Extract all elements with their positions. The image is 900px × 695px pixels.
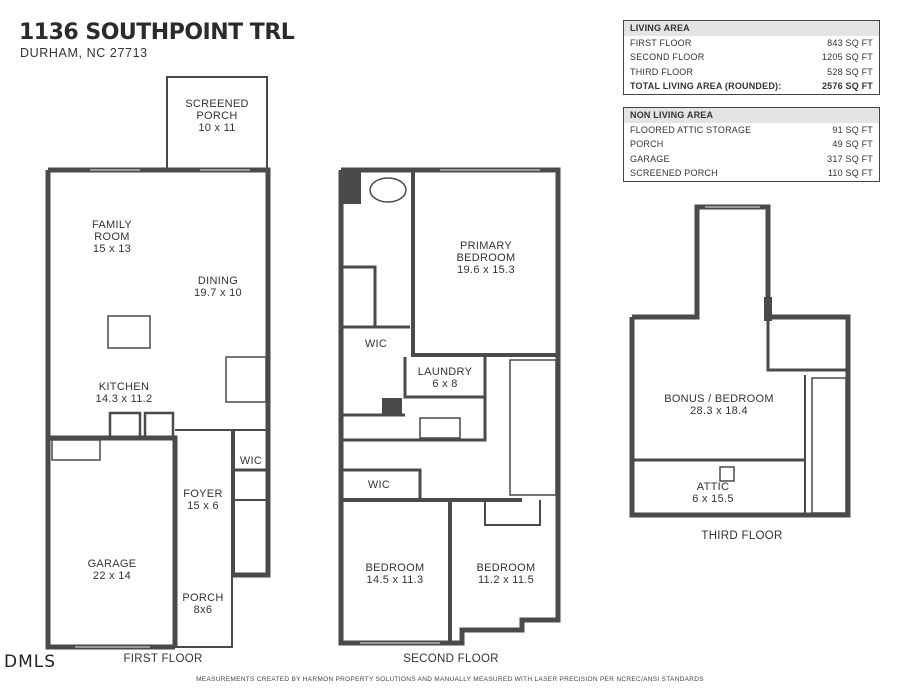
table-row: PORCH 49 SQ FT <box>624 137 879 152</box>
room-name: BONUS / BEDROOM <box>664 393 774 405</box>
table-row: THIRD FLOOR 528 SQ FT <box>624 65 879 80</box>
row-label: TOTAL LIVING AREA (ROUNDED): <box>630 81 782 91</box>
table-row: FIRST FLOOR 843 SQ FT <box>624 36 879 51</box>
room-name: GARAGE <box>87 558 137 570</box>
first-floor-walls <box>45 76 271 650</box>
non-living-area-table: NON LIVING AREA FLOORED ATTIC STORAGE 91 … <box>623 107 880 182</box>
room-primary-bedroom: PRIMARY BEDROOM 19.6 x 15.3 <box>457 240 516 276</box>
room-name: BEDROOM <box>365 562 425 574</box>
non-living-area-title: NON LIVING AREA <box>630 110 714 120</box>
row-value: 2576 SQ FT <box>821 81 873 91</box>
row-value: 528 SQ FT <box>827 66 873 77</box>
row-label: GARAGE <box>630 153 670 164</box>
room-wic-bedroom: WIC <box>368 479 390 491</box>
room-name: WIC <box>239 455 263 467</box>
table-row: SECOND FLOOR 1205 SQ FT <box>624 50 879 65</box>
table-row-total: TOTAL LIVING AREA (ROUNDED): 2576 SQ FT <box>624 79 879 94</box>
room-dims: 28.3 x 18.4 <box>690 405 748 417</box>
third-floor-label: THIRD FLOOR <box>701 530 783 542</box>
row-label: FLOORED ATTIC STORAGE <box>630 124 752 135</box>
room-dims: 22 x 14 <box>92 570 132 582</box>
room-name: PORCH <box>182 592 224 604</box>
row-value: 843 SQ FT <box>827 37 873 48</box>
room-name: LAUNDRY <box>417 366 473 378</box>
living-area-table: LIVING AREA FIRST FLOOR 843 SQ FT SECOND … <box>623 20 880 95</box>
room-bedroom-1: BEDROOM 14.5 x 11.3 <box>366 562 425 586</box>
room-dims: 19.6 x 15.3 <box>457 264 515 276</box>
room-name: KITCHEN <box>98 381 150 393</box>
room-dims: 19.7 x 10 <box>194 287 242 299</box>
dmls-logo: DMLS <box>4 652 57 672</box>
table-row: SCREENED PORCH 110 SQ FT <box>624 166 879 181</box>
living-area-title: LIVING AREA <box>630 23 690 33</box>
room-name: SCREENED PORCH <box>185 98 249 122</box>
row-label: FIRST FLOOR <box>630 37 692 48</box>
room-dining: DINING 19.7 x 10 <box>194 275 242 299</box>
row-label: SCREENED PORCH <box>630 168 718 178</box>
room-family-room: FAMILY ROOM 15 x 13 <box>92 219 132 255</box>
room-wic-primary: WIC <box>365 338 387 350</box>
living-area-header: LIVING AREA <box>624 21 879 36</box>
room-porch: PORCH 8x6 <box>182 592 223 616</box>
row-value: 317 SQ FT <box>827 153 873 164</box>
room-bedroom-2: BEDROOM 11.2 x 11.5 <box>477 562 536 586</box>
room-dims: 15 x 13 <box>92 243 132 255</box>
room-dims: 6 x 8 <box>432 378 458 390</box>
second-floor-label: SECOND FLOOR <box>403 653 499 665</box>
property-address: 1136 SOUTHPOINT TRL <box>19 20 295 45</box>
room-dims: 10 x 11 <box>198 122 236 134</box>
row-label: PORCH <box>630 139 664 149</box>
room-dims: 8x6 <box>193 604 213 616</box>
room-dims: 6 x 15.5 <box>692 493 734 505</box>
row-label: SECOND FLOOR <box>630 52 705 62</box>
table-row: FLOORED ATTIC STORAGE 91 SQ FT <box>624 123 879 138</box>
room-foyer: FOYER 15 x 6 <box>183 488 222 512</box>
room-laundry: LAUNDRY 6 x 8 <box>418 366 472 390</box>
property-city: DURHAM, NC 27713 <box>20 46 148 60</box>
room-wic-first: WIC <box>240 455 262 467</box>
non-living-area-header: NON LIVING AREA <box>624 108 879 123</box>
room-name: BEDROOM <box>476 562 536 574</box>
room-name: DINING <box>197 275 239 287</box>
room-dims: 11.2 x 11.5 <box>477 574 535 586</box>
room-bonus-bedroom: BONUS / BEDROOM 28.3 x 18.4 <box>664 393 774 417</box>
room-name: WIC <box>364 338 388 350</box>
room-attic: ATTIC 6 x 15.5 <box>692 481 734 505</box>
row-label: THIRD FLOOR <box>630 66 694 77</box>
room-kitchen: KITCHEN 14.3 x 11.2 <box>96 381 153 405</box>
room-garage: GARAGE 22 x 14 <box>88 558 137 582</box>
room-name: ATTIC <box>696 481 730 493</box>
room-dims: 14.3 x 11.2 <box>95 393 153 405</box>
first-floor-label: FIRST FLOOR <box>123 653 203 665</box>
row-value: 91 SQ FT <box>832 124 873 135</box>
row-value: 110 SQ FT <box>827 168 873 178</box>
table-row: GARAGE 317 SQ FT <box>624 152 879 167</box>
row-value: 1205 SQ FT <box>821 52 873 62</box>
room-name: WIC <box>367 479 391 491</box>
room-screened-porch: SCREENED PORCH 10 x 11 <box>185 98 249 134</box>
room-dims: 15 x 6 <box>187 500 219 512</box>
room-name: FAMILY ROOM <box>91 219 133 243</box>
third-floor-walls <box>629 204 851 518</box>
room-dims: 14.5 x 11.3 <box>366 574 424 586</box>
row-value: 49 SQ FT <box>832 139 873 149</box>
measurement-disclaimer: MEASUREMENTS CREATED BY HARMON PROPERTY … <box>196 676 704 683</box>
room-name: PRIMARY BEDROOM <box>456 240 516 264</box>
room-name: FOYER <box>183 488 223 500</box>
